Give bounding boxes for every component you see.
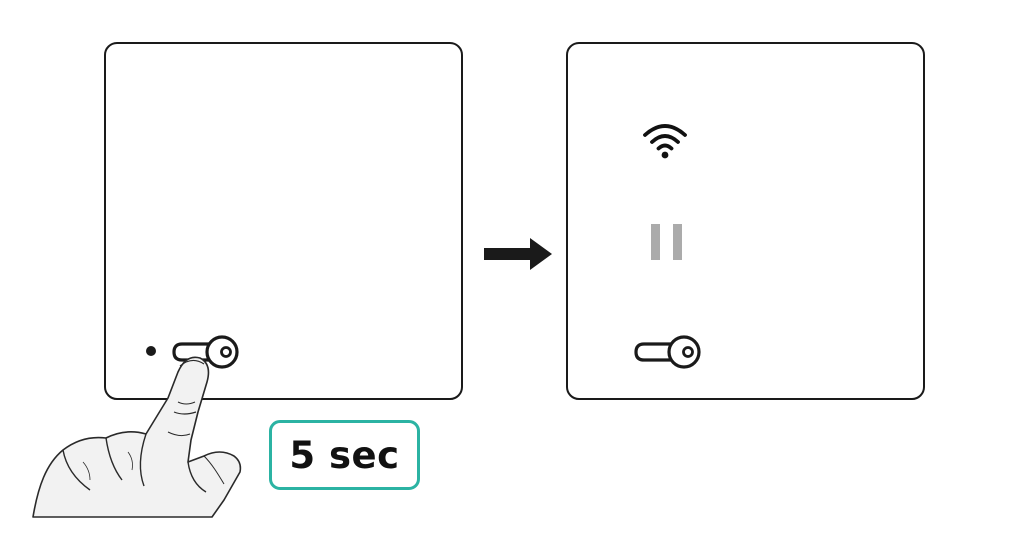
key-icon[interactable] xyxy=(170,330,242,374)
duration-label: 5 sec xyxy=(289,433,400,477)
wifi-icon xyxy=(643,124,687,159)
arrow-right-icon xyxy=(484,238,552,270)
device-panel-before xyxy=(104,42,463,400)
pause-icon xyxy=(651,224,682,260)
device-panel-after xyxy=(566,42,925,400)
duration-badge: 5 sec xyxy=(269,420,420,490)
indicator-dot-icon xyxy=(146,346,156,356)
key-icon[interactable] xyxy=(632,330,704,374)
pressing-finger-icon xyxy=(32,356,242,518)
